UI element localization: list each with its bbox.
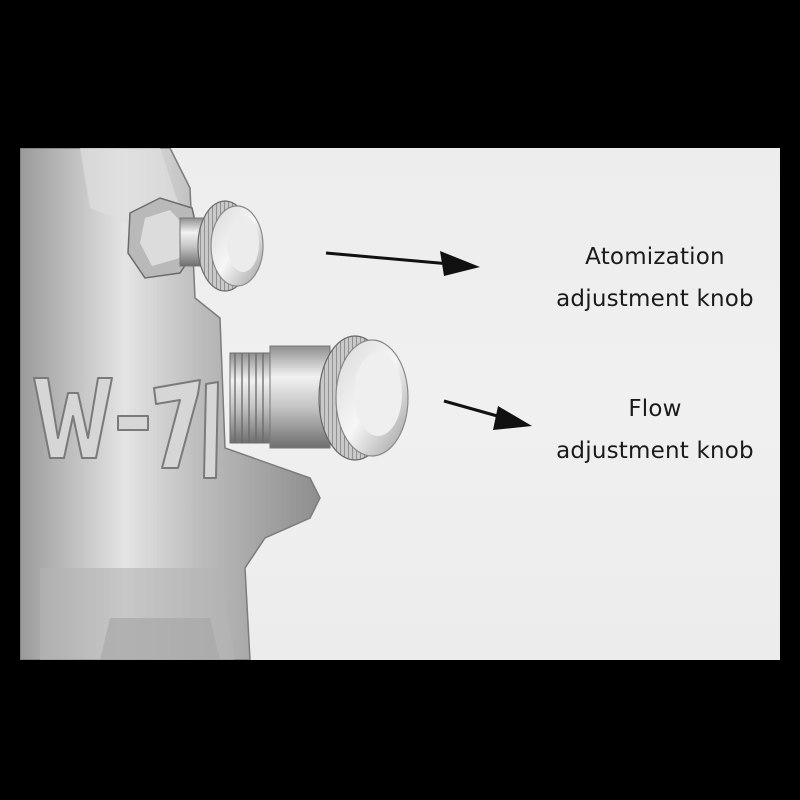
spray-gun-illustration bbox=[20, 148, 532, 660]
atomization-knob-label: Atomization adjustment knob bbox=[530, 236, 780, 320]
flow-label-line2: adjustment knob bbox=[556, 438, 754, 464]
atomization-label-line2: adjustment knob bbox=[556, 286, 754, 312]
arrow-flow bbox=[443, 399, 532, 430]
product-photo-panel: Atomization adjustment knob Flow adjustm… bbox=[20, 148, 780, 660]
gun-body bbox=[20, 148, 321, 660]
w71-marking bbox=[33, 377, 219, 479]
flow-knob-label: Flow adjustment knob bbox=[530, 388, 780, 472]
arrow-atomization bbox=[325, 251, 480, 276]
flow-label-line1: Flow bbox=[628, 396, 682, 422]
atomization-label-line1: Atomization bbox=[585, 244, 725, 270]
